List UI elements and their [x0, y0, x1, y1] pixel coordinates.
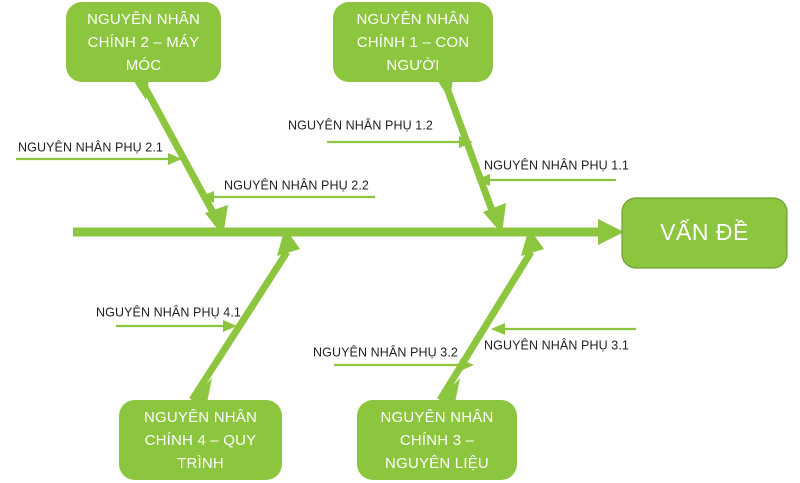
sub-bone-arrowhead-3-2-icon — [460, 359, 474, 371]
cause-box-2-line-3: MÓC — [126, 57, 162, 74]
cause-box-3-line-2: CHÍNH 3 – — [400, 432, 475, 449]
sub-cause-label-1-2: NGUYÊN NHÂN PHỤ 1.2 — [288, 117, 433, 132]
sub-cause-label-3-1: NGUYÊN NHÂN PHỤ 3.1 — [484, 337, 629, 352]
sub-cause-label-4-1: NGUYÊN NHÂN PHỤ 4.1 — [96, 304, 241, 319]
sub-bone-4-1 — [116, 320, 237, 332]
cause-box-2-line-1: NGUYÊN NHÂN — [87, 11, 200, 28]
sub-cause-label-1-1: NGUYÊN NHÂN PHỤ 1.1 — [484, 157, 629, 172]
cause-box-3-rect[interactable] — [357, 400, 517, 480]
cause-box-1-line-2: CHÍNH 1 – CON — [357, 34, 470, 51]
bone-cause-4 — [189, 228, 300, 402]
bone-arrowhead-cause-3-icon — [521, 228, 544, 256]
spine-group — [73, 219, 624, 245]
bone-cause-1 — [440, 78, 506, 234]
sub-bone-1-1 — [476, 174, 616, 186]
cause-box-4-line-2: CHÍNH 4 – QUY — [145, 432, 257, 449]
cause-box-2[interactable]: NGUYÊN NHÂN CHÍNH 2 – MÁY MÓC — [66, 2, 221, 100]
sub-bone-3-2 — [334, 359, 474, 371]
cause-box-3-line-3: NGUYÊN LIỆU — [385, 455, 489, 472]
bone-line-cause-3 — [437, 250, 534, 402]
sub-bone-arrowhead-2-1-icon — [168, 153, 182, 165]
cause-box-3-line-1: NGUYÊN NHÂN — [380, 409, 493, 426]
bone-arrowhead-cause-4-icon — [277, 228, 300, 256]
problem-box-rect[interactable] — [621, 197, 788, 269]
cause-box-4[interactable]: NGUYÊN NHÂN CHÍNH 4 – QUY TRÌNH — [119, 378, 282, 480]
cause-box-3[interactable]: NGUYÊN NHÂN CHÍNH 3 – NGUYÊN LIỆU — [357, 378, 517, 480]
spine-arrowhead-icon — [598, 219, 624, 245]
bone-line-cause-1 — [440, 78, 498, 218]
cause-box-1[interactable]: NGUYÊN NHÂN CHÍNH 1 – CON NGƯỜI — [333, 2, 493, 100]
sub-bone-arrowhead-1-1-icon — [476, 174, 490, 186]
cause-box-4-line-3: TRÌNH — [177, 455, 224, 472]
sub-bone-2-1 — [16, 153, 182, 165]
problem-box[interactable]: VẤN ĐỀ — [621, 197, 788, 269]
cause-box-1-line-3: NGƯỜI — [386, 57, 439, 74]
bone-cause-3 — [437, 228, 544, 402]
cause-box-1-rect[interactable] — [333, 2, 493, 82]
problem-box-label: VẤN ĐỀ — [660, 218, 749, 245]
cause-box-1-line-1: NGUYÊN NHÂN — [356, 11, 469, 28]
sub-bone-arrowhead-2-2-icon — [200, 191, 214, 203]
sub-bone-1-2 — [327, 136, 473, 148]
cause-box-4-rect[interactable] — [119, 400, 282, 480]
bone-line-cause-4 — [189, 250, 290, 402]
sub-bone-2-2 — [200, 191, 375, 203]
sub-bone-arrowhead-4-1-icon — [223, 320, 237, 332]
bone-line-cause-2 — [137, 78, 220, 220]
sub-cause-label-2-2: NGUYÊN NHÂN PHỤ 2.2 — [224, 177, 369, 192]
sub-bone-arrowhead-3-1-icon — [491, 323, 505, 335]
sub-bone-arrowhead-1-2-icon — [459, 136, 473, 148]
bone-arrowhead-cause-1-icon — [483, 203, 506, 234]
sub-bone-3-1 — [491, 323, 636, 335]
bone-arrowhead-cause-2-icon — [205, 205, 228, 236]
sub-cause-label-3-2: NGUYÊN NHÂN PHỤ 3.2 — [313, 344, 458, 359]
bone-cause-2 — [137, 78, 228, 236]
cause-box-2-rect[interactable] — [66, 2, 221, 82]
cause-box-2-line-2: CHÍNH 2 – MÁY — [88, 34, 200, 51]
sub-cause-label-2-1: NGUYÊN NHÂN PHỤ 2.1 — [18, 139, 163, 154]
cause-box-4-line-1: NGUYÊN NHÂN — [144, 409, 257, 426]
